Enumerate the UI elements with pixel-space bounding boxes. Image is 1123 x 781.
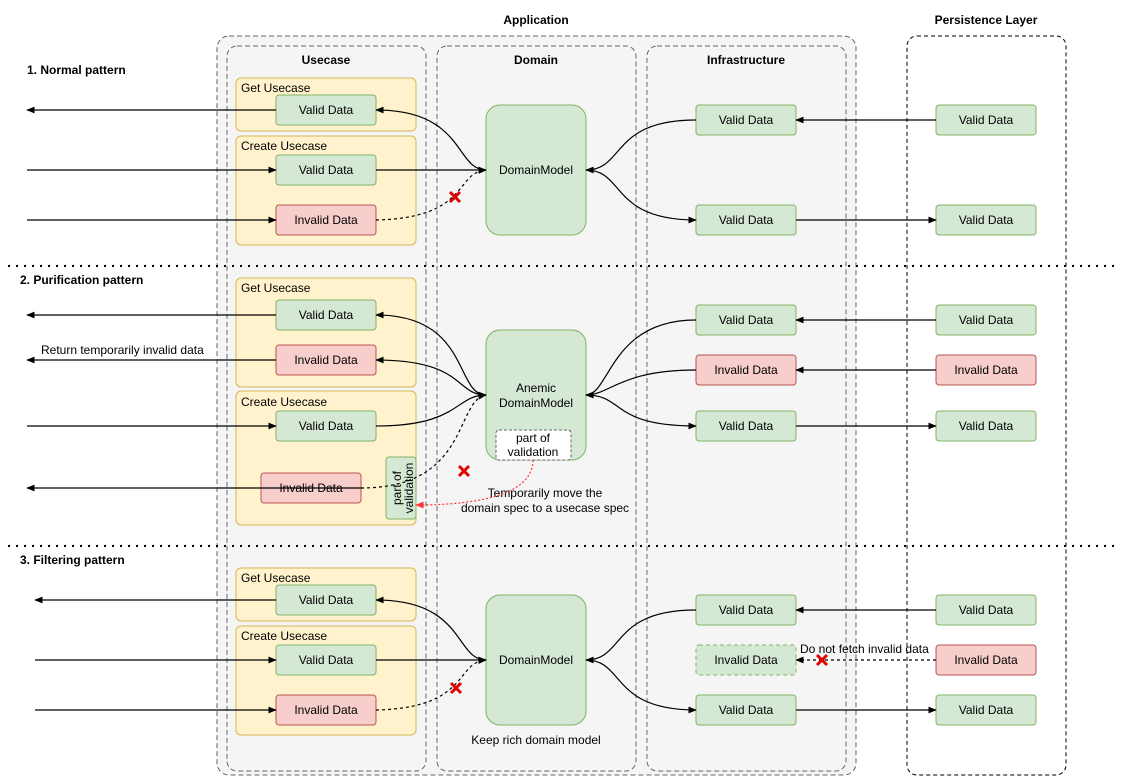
edge (585, 369, 697, 399)
invalid-data-label: Invalid Data (294, 353, 358, 367)
edge (375, 596, 487, 661)
edge (585, 169, 697, 224)
edge (375, 391, 487, 427)
get-usecase-label: Get Usecase (241, 81, 311, 95)
valid-data-label: Valid Data (299, 163, 354, 177)
invalid-data-label: Invalid Data (714, 653, 778, 667)
domain-model-label: DomainModel (499, 396, 573, 410)
application-header: Application (503, 13, 568, 27)
invalid-data-node (695, 644, 797, 676)
valid-data-label: Valid Data (719, 113, 774, 127)
pattern-title: 2. Purification pattern (20, 273, 143, 287)
usecase-header: Usecase (302, 53, 351, 67)
edge (375, 106, 487, 171)
valid-data-label: Valid Data (719, 419, 774, 433)
create-usecase-label: Create Usecase (241, 629, 327, 643)
domain-model-label: Anemic (516, 381, 556, 395)
create-usecase-label: Create Usecase (241, 139, 327, 153)
edge (585, 119, 697, 174)
get-usecase-label: Get Usecase (241, 281, 311, 295)
cross-icon (815, 653, 829, 667)
domain-header: Domain (514, 53, 558, 67)
invalid-data-label: Invalid Data (294, 213, 358, 227)
valid-data-label: Valid Data (299, 419, 354, 433)
get-usecase-label: Get Usecase (241, 571, 311, 585)
infrastructure-header: Infrastructure (707, 53, 785, 67)
create-usecase-label: Create Usecase (241, 395, 327, 409)
valid-data-label: Valid Data (719, 213, 774, 227)
valid-data-label: Valid Data (959, 703, 1014, 717)
edge (585, 609, 697, 664)
domain-model-label: DomainModel (499, 163, 573, 177)
part-of-validation-label: part ofvalidation (390, 463, 416, 514)
invalid-data-label: Invalid Data (294, 703, 358, 717)
valid-data-label: Valid Data (959, 603, 1014, 617)
pattern-title: 1. Normal pattern (27, 63, 126, 77)
part-of-validation-label: part of (516, 431, 551, 445)
edge (375, 356, 487, 396)
keep-note: Keep rich domain model (471, 733, 600, 747)
edge (585, 394, 697, 430)
invalid-data-label: Invalid Data (714, 363, 778, 377)
valid-data-label: Valid Data (719, 603, 774, 617)
edge (375, 311, 487, 396)
valid-data-label: Valid Data (299, 653, 354, 667)
edge (585, 659, 697, 714)
valid-data-label: Valid Data (299, 308, 354, 322)
move-note: Temporarily move the (488, 486, 603, 500)
valid-data-label: Valid Data (959, 113, 1014, 127)
fetch-note: Do not fetch invalid data (800, 642, 929, 656)
valid-data-label: Valid Data (959, 213, 1014, 227)
edge (415, 459, 534, 509)
cross-icon (449, 681, 463, 695)
persistence-header: Persistence Layer (935, 13, 1038, 27)
return-note: Return temporarily invalid data (41, 343, 204, 357)
invalid-data-label: Invalid Data (954, 363, 1018, 377)
pattern-title: 3. Filtering pattern (20, 553, 125, 567)
invalid-data-label: Invalid Data (954, 653, 1018, 667)
edge (360, 392, 487, 489)
part-of-validation-node (385, 456, 417, 520)
cross-icon (457, 464, 471, 478)
domain-model-label: DomainModel (499, 653, 573, 667)
valid-data-label: Valid Data (719, 703, 774, 717)
valid-data-label: Valid Data (959, 419, 1014, 433)
valid-data-label: Valid Data (299, 103, 354, 117)
valid-data-label: Valid Data (299, 593, 354, 607)
move-note: domain spec to a usecase spec (461, 501, 629, 515)
valid-data-label: Valid Data (719, 313, 774, 327)
edge (585, 319, 697, 399)
part-of-validation-label: validation (508, 445, 559, 459)
cross-icon (448, 190, 462, 204)
valid-data-label: Valid Data (959, 313, 1014, 327)
